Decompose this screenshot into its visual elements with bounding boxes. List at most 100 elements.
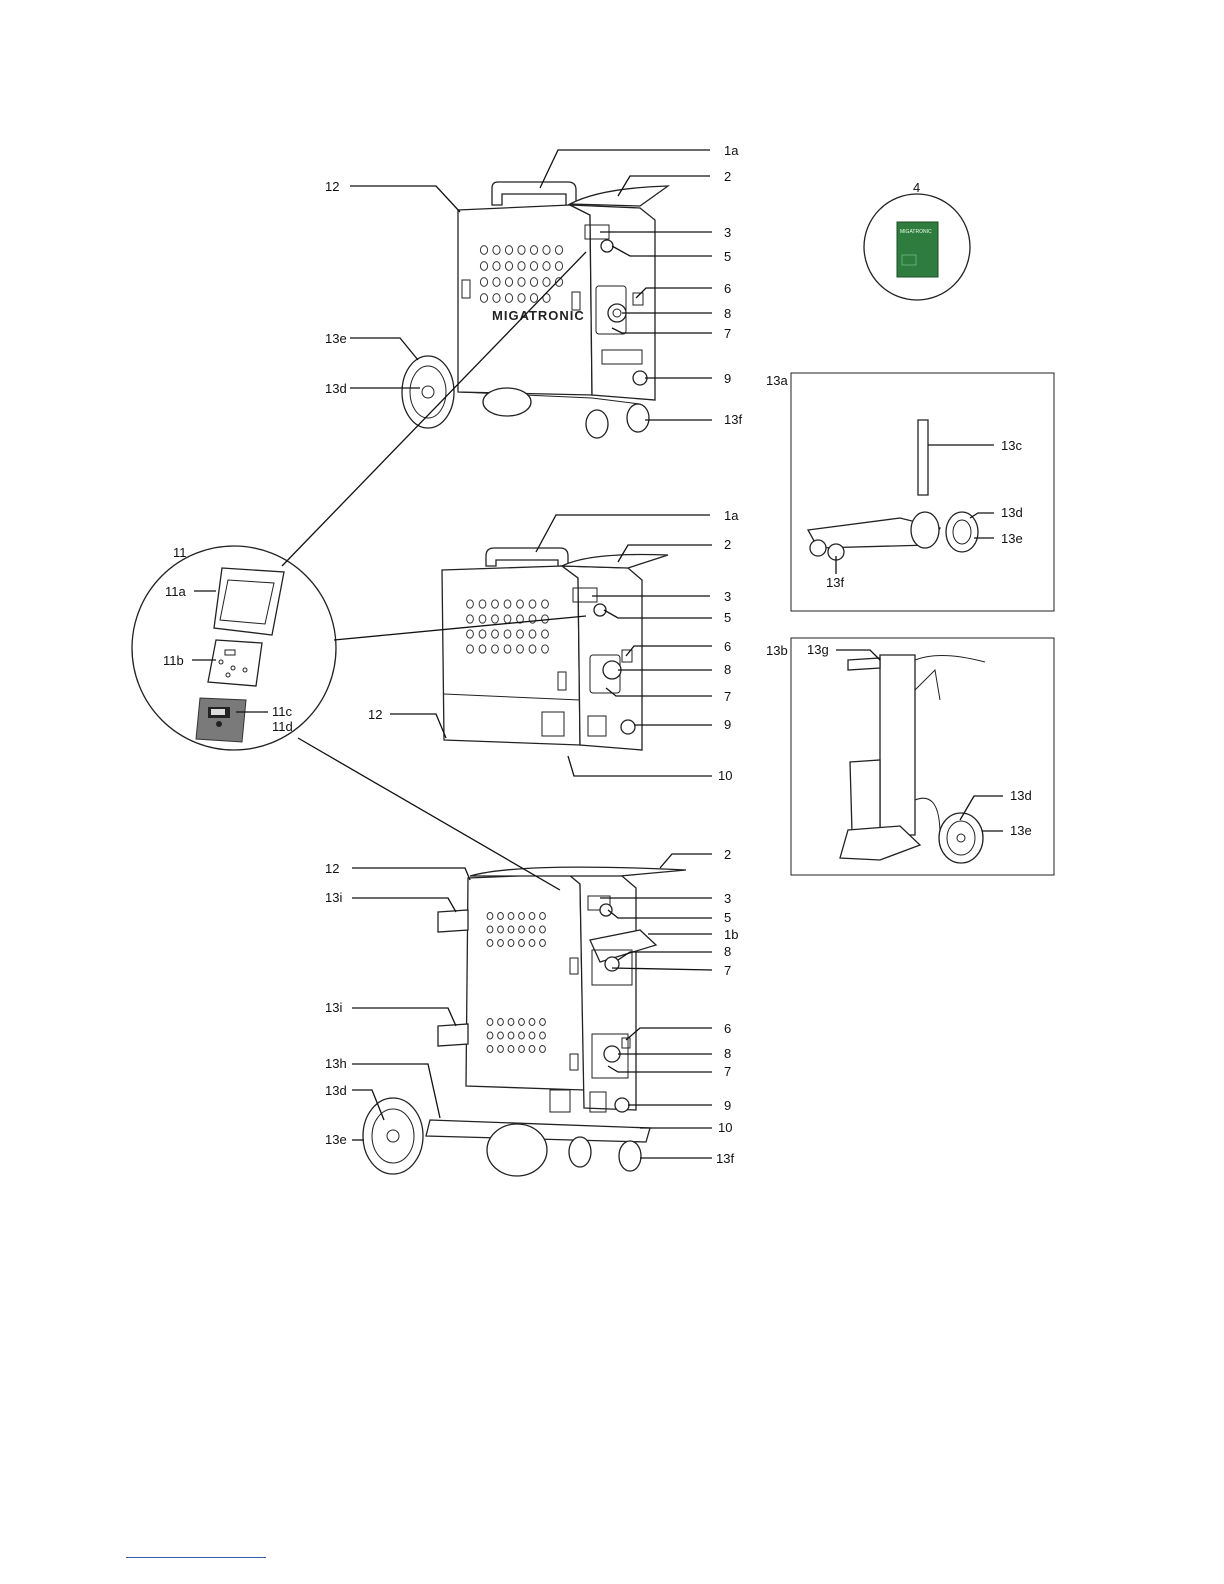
vent-hole	[519, 913, 525, 920]
vent-hole	[517, 645, 524, 653]
vent-hole	[504, 615, 511, 623]
vent-hole	[518, 294, 525, 303]
vent-hole	[517, 600, 524, 608]
vent-hole	[467, 630, 474, 638]
vent-hole	[479, 630, 486, 638]
vent-hole	[479, 600, 486, 608]
vent-hole	[504, 645, 511, 653]
vent-hole	[529, 1032, 535, 1039]
vent-hole	[480, 262, 487, 271]
label-bot-9: 9	[724, 1098, 731, 1113]
vent-hole	[487, 1019, 493, 1026]
label-top-1a: 1a	[724, 143, 739, 158]
label-11: 11	[173, 545, 187, 560]
vent-hole	[498, 1046, 504, 1053]
vent-hole	[467, 645, 474, 653]
box-13b	[791, 638, 1054, 875]
vent-hole	[505, 246, 512, 255]
label-mid-3: 3	[724, 589, 731, 604]
label-bot-13i-a: 13i	[325, 890, 342, 905]
label-13a-13c: 13c	[1001, 438, 1022, 453]
vent-hole	[479, 615, 486, 623]
label-13a-13d: 13d	[1001, 505, 1023, 520]
vent-hole	[504, 600, 511, 608]
vent-hole	[530, 262, 537, 271]
vent-hole	[519, 1032, 525, 1039]
label-13b-13e: 13e	[1010, 823, 1032, 838]
label-bot-10: 10	[718, 1120, 732, 1135]
sd-card-detail: MIGATRONIC	[864, 194, 970, 300]
vent-hole	[518, 262, 525, 271]
vent-hole	[498, 1019, 504, 1026]
vent-hole	[493, 246, 500, 255]
vent-hole	[529, 630, 536, 638]
label-top-13f: 13f	[724, 412, 742, 427]
label-bot-8b: 8	[724, 1046, 731, 1061]
footer-rule	[126, 1557, 266, 1558]
label-13b-13g: 13g	[807, 642, 829, 657]
label-13b-title: 13b	[766, 643, 788, 658]
middle-machine-view	[442, 548, 668, 750]
label-mid-10: 10	[718, 768, 732, 783]
label-bot-1b: 1b	[724, 927, 738, 942]
vent-hole	[508, 940, 514, 947]
vent-hole	[498, 1032, 504, 1039]
vent-hole	[487, 913, 493, 920]
vent-hole	[542, 630, 549, 638]
label-13b-13d: 13d	[1010, 788, 1032, 803]
vent-hole	[543, 246, 550, 255]
vent-hole	[480, 246, 487, 255]
label-mid-7: 7	[724, 689, 731, 704]
vent-hole	[518, 246, 525, 255]
vent-hole	[492, 645, 499, 653]
vent-hole	[540, 940, 546, 947]
vent-hole	[493, 278, 500, 287]
label-11a: 11a	[165, 584, 186, 599]
label-bot-13f: 13f	[716, 1151, 734, 1166]
label-13a-title: 13a	[766, 373, 788, 388]
label-bot-5: 5	[724, 910, 731, 925]
vent-hole	[492, 600, 499, 608]
vent-hole	[498, 926, 504, 933]
vent-hole	[529, 913, 535, 920]
vent-hole	[529, 600, 536, 608]
label-bot-7a: 7	[724, 963, 731, 978]
vent-hole	[467, 600, 474, 608]
vent-hole	[492, 630, 499, 638]
vent-hole	[493, 262, 500, 271]
vent-hole	[492, 615, 499, 623]
vent-hole	[467, 615, 474, 623]
vent-hole	[519, 940, 525, 947]
label-mid-1a: 1a	[724, 508, 739, 523]
label-11c: 11c	[272, 704, 292, 719]
vent-hole	[540, 1019, 546, 1026]
vent-hole	[479, 645, 486, 653]
vent-hole	[529, 1019, 535, 1026]
label-bot-2: 2	[724, 847, 731, 862]
label-11d: 11d	[272, 719, 293, 734]
label-bot-8a: 8	[724, 944, 731, 959]
label-bot-3: 3	[724, 891, 731, 906]
vent-hole	[480, 278, 487, 287]
label-top-12: 12	[325, 179, 339, 194]
label-bot-12: 12	[325, 861, 339, 876]
vent-hole	[493, 294, 500, 303]
label-top-7: 7	[724, 326, 731, 341]
vent-hole	[530, 294, 537, 303]
label-mid-9: 9	[724, 717, 731, 732]
vent-hole	[542, 600, 549, 608]
brand-logo-top: MIGATRONIC	[492, 308, 585, 323]
vent-hole	[519, 1019, 525, 1026]
label-bot-13d: 13d	[325, 1083, 347, 1098]
label-13a-13e: 13e	[1001, 531, 1023, 546]
vent-hole	[519, 1046, 525, 1053]
vent-hole	[498, 913, 504, 920]
vent-hole	[508, 1046, 514, 1053]
label-mid-6: 6	[724, 639, 731, 654]
vent-hole	[529, 645, 536, 653]
label-mid-8: 8	[724, 662, 731, 677]
bottom-machine-view	[363, 867, 686, 1176]
vent-hole	[508, 1032, 514, 1039]
top-machine-view: MIGATRONIC	[402, 182, 668, 438]
